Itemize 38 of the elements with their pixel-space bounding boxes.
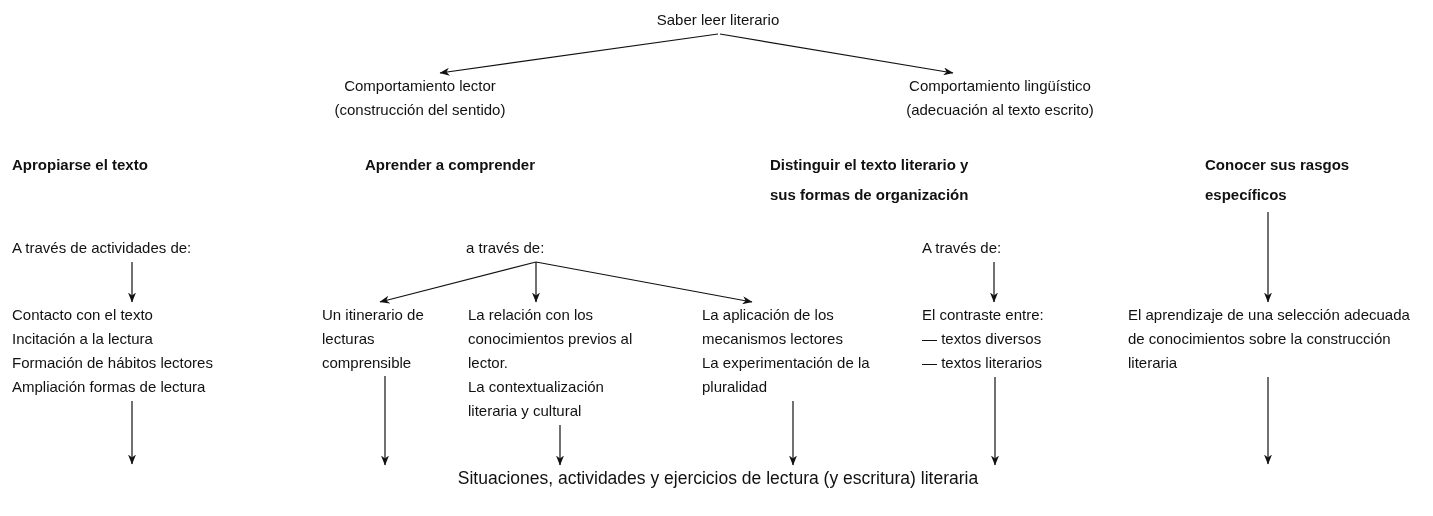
arrow [532,261,540,303]
concept-text: La relación con los conocimientos previos al lector. [468,305,634,373]
concept-text: — textos diversos [922,329,1043,349]
concept-text: El contraste entre: [922,305,1045,325]
arrow [789,400,797,466]
arrow [128,400,136,465]
concept-text: La experimentación de la pluralidad [702,353,871,397]
concept-text: Situaciones, actividades y ejercicios de lectura (y escritura) literaria [456,467,980,490]
heading-text: Apropiarse el texto [12,155,149,175]
arrow [128,261,136,303]
arrow [991,376,999,466]
arrow [719,33,954,76]
concept-text: — textos literarios [922,353,1044,373]
concept-text: Saber leer literario [655,10,781,30]
arrow [556,424,564,466]
arrow [990,261,998,303]
heading-text: Distinguir el texto literario y sus formas de organización [770,155,970,205]
arrow [379,261,537,304]
concept-text: Comportamiento lingüístico (adecuación al texto escrito) [905,76,1095,120]
concept-text: Incitación a la lectura [12,329,154,349]
concept-text: El aprendizaje de una selección adecuada de conocimientos sobre la construcción literaria [1128,305,1411,373]
concept-text: Contacto con el texto [12,305,154,325]
concept-text: Comportamiento lector (construcción del sentido) [333,76,507,120]
arrow [1264,376,1272,465]
concept-text: Un itinerario de lecturas comprensible [322,305,425,373]
arrow [381,375,389,466]
arrow [535,261,753,305]
concept-text: Ampliación formas de lectura [12,377,207,397]
heading-text: Conocer sus rasgos específicos [1205,155,1351,205]
concept-text: La aplicación de los mecanismos lectores [702,305,844,349]
arrow [1264,211,1272,303]
concept-text: A través de: [922,238,1003,258]
heading-text: Aprender a comprender [365,155,537,175]
concept-text: A través de actividades de: [12,238,193,258]
concept-text: Formación de hábitos lectores [12,353,214,373]
concept-text: La contextualización literaria y cultural [468,377,605,421]
arrow [439,33,719,76]
concept-text: a través de: [466,238,546,258]
